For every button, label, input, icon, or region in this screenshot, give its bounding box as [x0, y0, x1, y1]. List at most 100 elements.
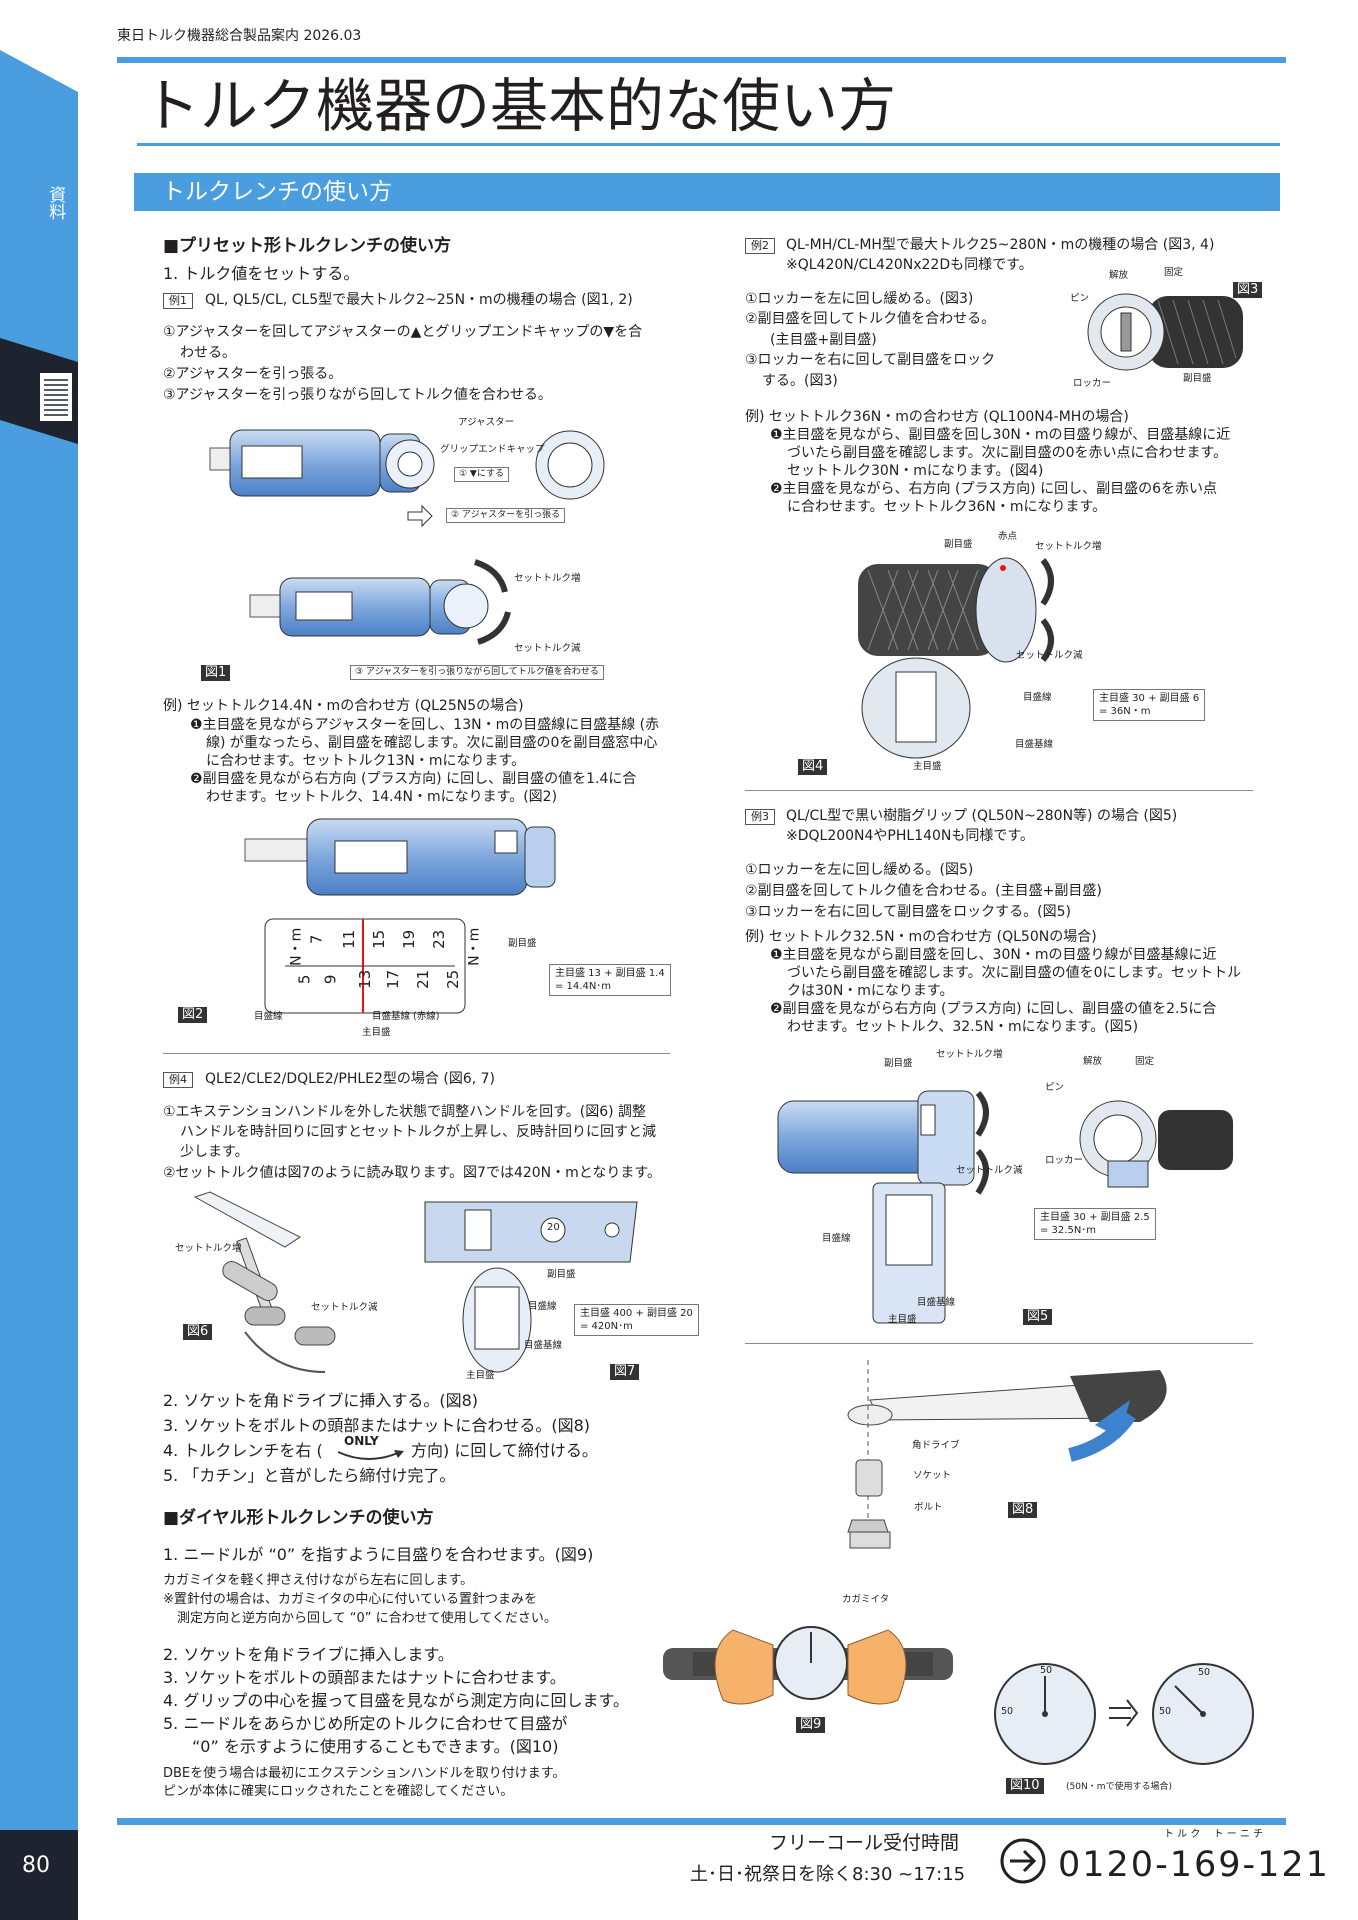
- fig1-dec: セットトルク減: [514, 643, 581, 654]
- fig3-release: 解放: [1109, 270, 1129, 281]
- fig5-label: 図5: [1023, 1309, 1053, 1325]
- fig5-sub-scale: 副目盛: [884, 1058, 913, 1069]
- fig3-sub-scale: 副目盛: [1183, 373, 1212, 384]
- fig8-label: 図8: [1008, 1502, 1038, 1518]
- fig2-scale-line: 目盛線: [254, 1011, 283, 1022]
- ex2-line: (主目盛+副目盛): [770, 332, 877, 348]
- fig5-locker: ロッカー: [1045, 1155, 1084, 1166]
- ex2-line: ②副目盛を回してトルク値を合わせる。: [745, 311, 996, 327]
- dial-step2: 2. ソケットを角ドライブに挿入します。: [163, 1645, 454, 1664]
- dial-step1: 1. ニードルが “0” を指すように目盛りを合わせます。(図9): [163, 1545, 594, 1564]
- fig4-base-line: 目盛基線: [1015, 739, 1054, 750]
- fig2-tick: 15: [370, 929, 389, 949]
- dial-note: カガミイタを軽く押さえ付けながら左右に回します。: [163, 1573, 474, 1588]
- fig7-dial: 20: [547, 1222, 560, 1233]
- fig4-scale-illustration: [858, 557, 1054, 759]
- fig4-scale-line: 目盛線: [1023, 692, 1052, 703]
- only-direction-label: ONLY: [344, 1434, 379, 1448]
- side-band: [0, 50, 78, 1920]
- ex3-sub: ※DQL200N4やPHL140Nも同様です。: [786, 828, 1034, 844]
- page-number: 80: [22, 1853, 50, 1878]
- dial-note: 測定方向と逆方向から回して “0” に合わせて使用してください。: [177, 1611, 557, 1626]
- freecall-label: フリーコール受付時間: [769, 1832, 960, 1854]
- fig5-inc: セットトルク増: [936, 1049, 1003, 1060]
- fig10-50: 50: [1001, 1706, 1014, 1717]
- fig1-grip-end-cap: グリップエンドキャップ: [440, 444, 545, 455]
- fig5-fix: 固定: [1135, 1056, 1155, 1067]
- fig10-label: 図10: [1006, 1778, 1044, 1794]
- ex4-line: 少します。: [180, 1144, 249, 1160]
- fig4-main-scale: 主目盛: [913, 761, 942, 772]
- ex2b-line: ❶主目盛を見ながら、副目盛を回し30N・mの目盛り線が、目盛基線に近: [770, 427, 1231, 443]
- ex3b-line: ❷副目盛を見ながら右方向 (プラス方向) に回し、副目盛の値を2.5に合: [770, 1001, 1217, 1017]
- fig4-sub-scale: 副目盛: [944, 539, 973, 550]
- ex1b-line: ❷副目盛を見ながら右方向 (プラス方向) に回し、副目盛の値を1.4に合: [190, 771, 637, 787]
- section-title: トルクレンチの使い方: [162, 179, 392, 205]
- ex2b-line: に合わせます。セットトルク36N・mになります。: [787, 499, 1107, 515]
- fig2-tick: 17: [384, 969, 403, 989]
- ex1-tag: 例1: [163, 293, 193, 309]
- page-title: トルク機器の基本的な使い方: [142, 72, 897, 140]
- section-bar: [134, 173, 1280, 211]
- fig5-main-scale: 主目盛: [888, 1314, 917, 1325]
- fig4-calc: 主目盛 30 + 副目盛 6 = 36N・m: [1093, 689, 1206, 721]
- ex3-line: ③ロッカーを右に回して副目盛をロックする。(図5): [745, 904, 1071, 920]
- title-rule: [137, 143, 1280, 146]
- fig1-pull: ② アジャスターを引っ張る: [446, 508, 566, 523]
- fig2-sub-scale: 副目盛: [508, 938, 537, 949]
- ex2b-line: セットトルク30N・mになります。(図4): [787, 463, 1044, 479]
- fig5-calc: 主目盛 30 + 副目盛 2.5 = 32.5N･m: [1034, 1208, 1156, 1240]
- ex3-tag: 例3: [745, 809, 775, 825]
- dial-note: ピンが本体に確実にロックされたことを確認してください。: [163, 1784, 514, 1799]
- fig3-fix: 固定: [1164, 267, 1184, 278]
- header-rule: [117, 57, 1286, 63]
- fig9-dial-wrench-illustration: [663, 1626, 953, 1705]
- fig4-label: 図4: [798, 759, 828, 775]
- fig2-tick: N・m: [466, 927, 483, 966]
- fig5-base-line: 目盛基線: [917, 1297, 956, 1308]
- fig1-inc: セットトルク増: [514, 573, 581, 584]
- dial-step3: 3. ソケットをボルトの頭部またはナットに合わせます。: [163, 1668, 566, 1687]
- ex1b-line: に合わせます。セットトルク13N・mになります。: [206, 753, 526, 769]
- ex3b-line: 例) セットトルク32.5N・mの合わせ方 (QL50Nの場合): [745, 929, 1097, 945]
- fig3-locker: ロッカー: [1073, 378, 1112, 389]
- side-tab-label: 資料: [45, 186, 66, 220]
- phone-number: 0120-169-121: [1058, 1845, 1330, 1885]
- fig2-tick: 9: [321, 974, 340, 985]
- fig4-dec: セットトルク減: [1016, 650, 1083, 661]
- fig7-scale-line: 目盛線: [528, 1301, 557, 1312]
- fig1-wrench-illustration: [209, 429, 605, 645]
- fig6-handle-illustration: [193, 1191, 336, 1373]
- step4-start: 4. トルクレンチを右 (: [163, 1441, 323, 1460]
- fig8-socket-illustration: [847, 1360, 1167, 1549]
- fig2-tick: 25: [444, 969, 463, 989]
- ex1-line: ①アジャスターを回してアジャスターの▲とグリップエンドキャップの▼を合: [163, 324, 643, 340]
- fig3-locker-illustration: [1087, 293, 1243, 371]
- fig5-release: 解放: [1083, 1056, 1103, 1067]
- ex3b-line: ❶主目盛を見ながら副目盛を回し、30N・mの目盛り線が目盛基線に近: [770, 947, 1217, 963]
- ex4-tag: 例4: [163, 1072, 193, 1088]
- fig2-tick: 19: [400, 929, 419, 949]
- fig7-main-scale: 主目盛: [466, 1370, 495, 1381]
- fig4-inc: セットトルク増: [1035, 541, 1102, 552]
- divider: [745, 1343, 1253, 1344]
- ex3b-line: づいたら副目盛を確認します。次に副目盛の値を0にします。セットトル: [787, 965, 1242, 981]
- ex4-line: ②セットトルク値は図7のように読み取ります。図7では420N・mとなります。: [163, 1165, 661, 1181]
- ex4-line: ①エキステンションハンドルを外した状態で調整ハンドルを回す。(図6) 調整: [163, 1104, 647, 1120]
- fig4-red-dot: 赤点: [998, 531, 1018, 542]
- ex1-line: わせる。: [180, 345, 236, 361]
- fig2-calc: 主目盛 13 + 副目盛 1.4 = 14.4N･m: [549, 964, 671, 996]
- step5: 5. 「カチン」と音がしたら締付け完了。: [163, 1466, 456, 1485]
- fig5-scale-illustration: [777, 1090, 1233, 1324]
- fig10-50: 50: [1198, 1667, 1211, 1678]
- arrow-circle-icon: [1000, 1838, 1046, 1884]
- ex2-line: する。(図3): [762, 373, 838, 389]
- step3: 3. ソケットをボルトの頭部またはナットに合わせる。(図8): [163, 1416, 591, 1435]
- fig7-base-line: 目盛基線: [524, 1340, 563, 1351]
- fig1-adjuster: アジャスター: [458, 417, 515, 428]
- fig8-bolt: ボルト: [914, 1502, 943, 1513]
- fig2-tick: 7: [307, 934, 326, 945]
- freecall-hours: 土･日･祝祭日を除く8:30 ~17:15: [690, 1864, 966, 1885]
- fig2-tick: N・m: [288, 927, 305, 966]
- fig10-dial-illustration: [994, 1663, 1254, 1765]
